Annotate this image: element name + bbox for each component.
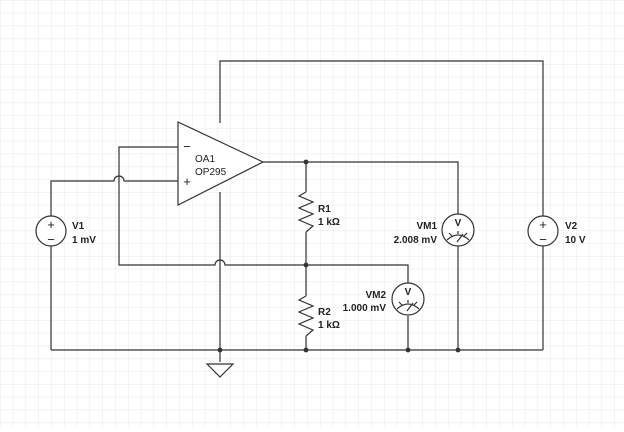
resistor-r1-value: 1 kΩ xyxy=(318,217,340,228)
source-v1-body xyxy=(35,215,67,247)
voltmeter-vm2-symbol: V xyxy=(405,287,412,298)
resistor-r1-zigzag xyxy=(297,191,315,233)
ground-icon[interactable] xyxy=(205,363,235,378)
junction-output xyxy=(303,159,309,165)
voltmeter-vm2[interactable]: V VM2 1.000 mV xyxy=(343,282,425,316)
junction-ground-opamp xyxy=(217,347,223,353)
source-v2-value: 10 V xyxy=(565,235,586,246)
voltmeter-vm1[interactable]: V VM1 2.008 mV xyxy=(394,213,475,247)
junction-ground-r2 xyxy=(303,347,309,353)
voltmeter-vm1-symbol: V xyxy=(455,218,462,229)
resistor-r2-value: 1 kΩ xyxy=(318,320,340,331)
voltmeter-vm2-needle-icon xyxy=(398,300,418,312)
voltmeter-vm2-dial-icon xyxy=(396,303,420,310)
voltmeter-vm1-dial-icon xyxy=(446,234,470,241)
resistor-r2-zigzag xyxy=(297,295,315,337)
resistor-r2-name: R2 xyxy=(318,307,331,318)
source-v2-plus-sign: + xyxy=(539,217,547,232)
junction-divider xyxy=(303,262,309,268)
source-v2-name: V2 xyxy=(565,221,578,232)
source-v2-minus-sign: − xyxy=(539,232,547,247)
resistor-r1[interactable]: R1 1 kΩ xyxy=(297,191,340,233)
junction-ground-vm1 xyxy=(455,347,461,353)
wire-output xyxy=(263,161,459,214)
source-v1-name: V1 xyxy=(72,221,85,232)
voltmeter-vm2-name: VM2 xyxy=(365,290,386,301)
source-v1[interactable]: + − V1 1 mV xyxy=(35,215,96,247)
wire-v1-plus-input xyxy=(50,175,178,216)
junction-ground-vm2 xyxy=(405,347,411,353)
opamp-noninverting-sign: + xyxy=(183,174,191,189)
resistor-r1-name: R1 xyxy=(318,204,331,215)
voltmeter-vm2-reading: 1.000 mV xyxy=(343,303,387,314)
opamp-oa1-name: OA1 xyxy=(195,154,215,165)
opamp-oa1-model: OP295 xyxy=(195,167,227,178)
voltmeter-vm1-reading: 2.008 mV xyxy=(394,235,438,246)
opamp-inverting-sign: − xyxy=(183,139,191,154)
opamp-oa1[interactable]: − + OA1 OP295 xyxy=(177,121,265,206)
resistor-r2[interactable]: R2 1 kΩ xyxy=(297,295,340,337)
wire-feedback xyxy=(118,146,409,283)
voltmeter-vm1-name: VM1 xyxy=(416,221,437,232)
source-v2[interactable]: + − V2 10 V xyxy=(527,215,586,247)
source-v1-value: 1 mV xyxy=(72,235,96,246)
source-v2-body xyxy=(527,215,559,247)
junctions xyxy=(217,159,461,353)
source-v1-plus-sign: + xyxy=(47,217,55,232)
voltmeter-vm1-needle-icon xyxy=(448,231,468,243)
wire-v2-top xyxy=(219,60,544,216)
source-v1-minus-sign: − xyxy=(47,232,55,247)
opamp-oa1-body xyxy=(177,121,265,206)
